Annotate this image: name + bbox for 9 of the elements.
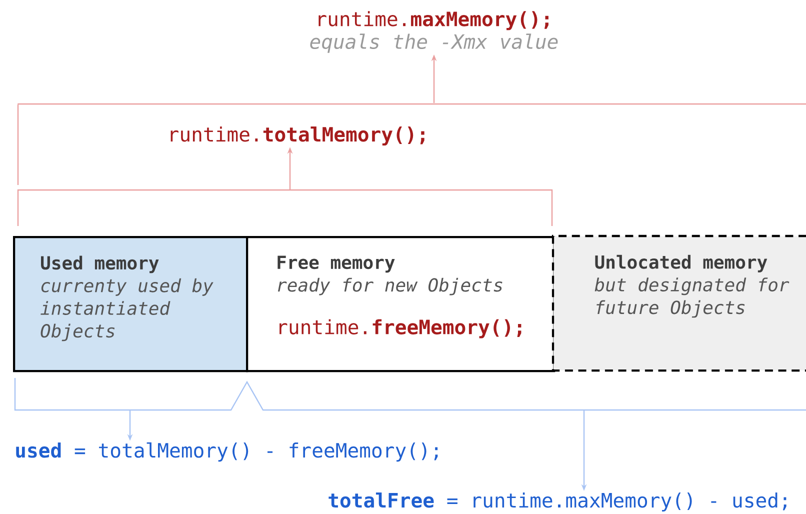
code-label: runtime.maxMemory(); equals the -Xmx value xyxy=(310,11,558,53)
bracket xyxy=(17,189,553,226)
formula-text: totalFree = runtime.maxMemory() - used; xyxy=(328,492,786,512)
memory-block: Free memory ready for new Objects runtime.freeMemory(); xyxy=(246,236,556,372)
formula-text: used = totalMemory() - freeMemory(); xyxy=(16,442,438,462)
memory-block: Unlocated memory but designated for future Objects xyxy=(552,234,806,372)
bracket xyxy=(14,378,806,411)
memory-block: Used memory currenty used by instantiated Objects xyxy=(13,236,248,372)
code-label: runtime.totalMemory(); xyxy=(170,126,424,146)
